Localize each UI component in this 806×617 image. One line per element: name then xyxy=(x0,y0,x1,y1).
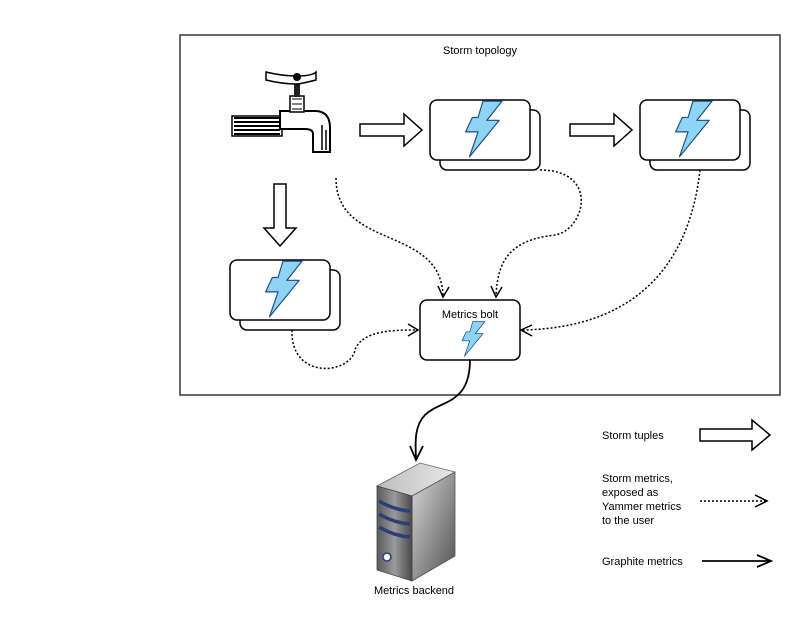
tuple-arrow-faucet-down xyxy=(262,183,298,248)
metrics-path-bolt-middle xyxy=(495,169,582,296)
metrics-path-bolt-left xyxy=(291,329,418,370)
legend-tuples-label: Storm tuples xyxy=(602,430,664,442)
faucet-icon xyxy=(231,70,331,153)
tuple-arrow-bolt-to-bolt xyxy=(569,112,634,148)
legend-tuples-arrow xyxy=(699,418,772,452)
legend-graphite-label: Graphite metrics xyxy=(602,556,683,568)
bolt-box-left xyxy=(229,259,341,331)
legend-storm-metrics-label: Storm metrics, exposed as Yammer metrics… xyxy=(602,473,684,527)
bolt-box-top-right xyxy=(639,99,751,171)
metrics-path-faucet xyxy=(335,177,444,296)
legend: Storm tuples Storm metrics, exposed as Y… xyxy=(602,418,774,568)
metrics-path-bolt-right xyxy=(521,169,701,331)
topology-title: Storm topology xyxy=(443,45,517,57)
bolt-box-top-middle xyxy=(429,99,541,171)
metrics-bolt: Metrics bolt xyxy=(419,299,521,361)
metrics-bolt-label: Metrics bolt xyxy=(442,309,498,321)
tuple-arrow-faucet-to-bolt xyxy=(359,112,424,148)
server-icon xyxy=(375,462,457,582)
backend-label: Metrics backend xyxy=(374,585,454,597)
graphite-path xyxy=(414,359,471,459)
